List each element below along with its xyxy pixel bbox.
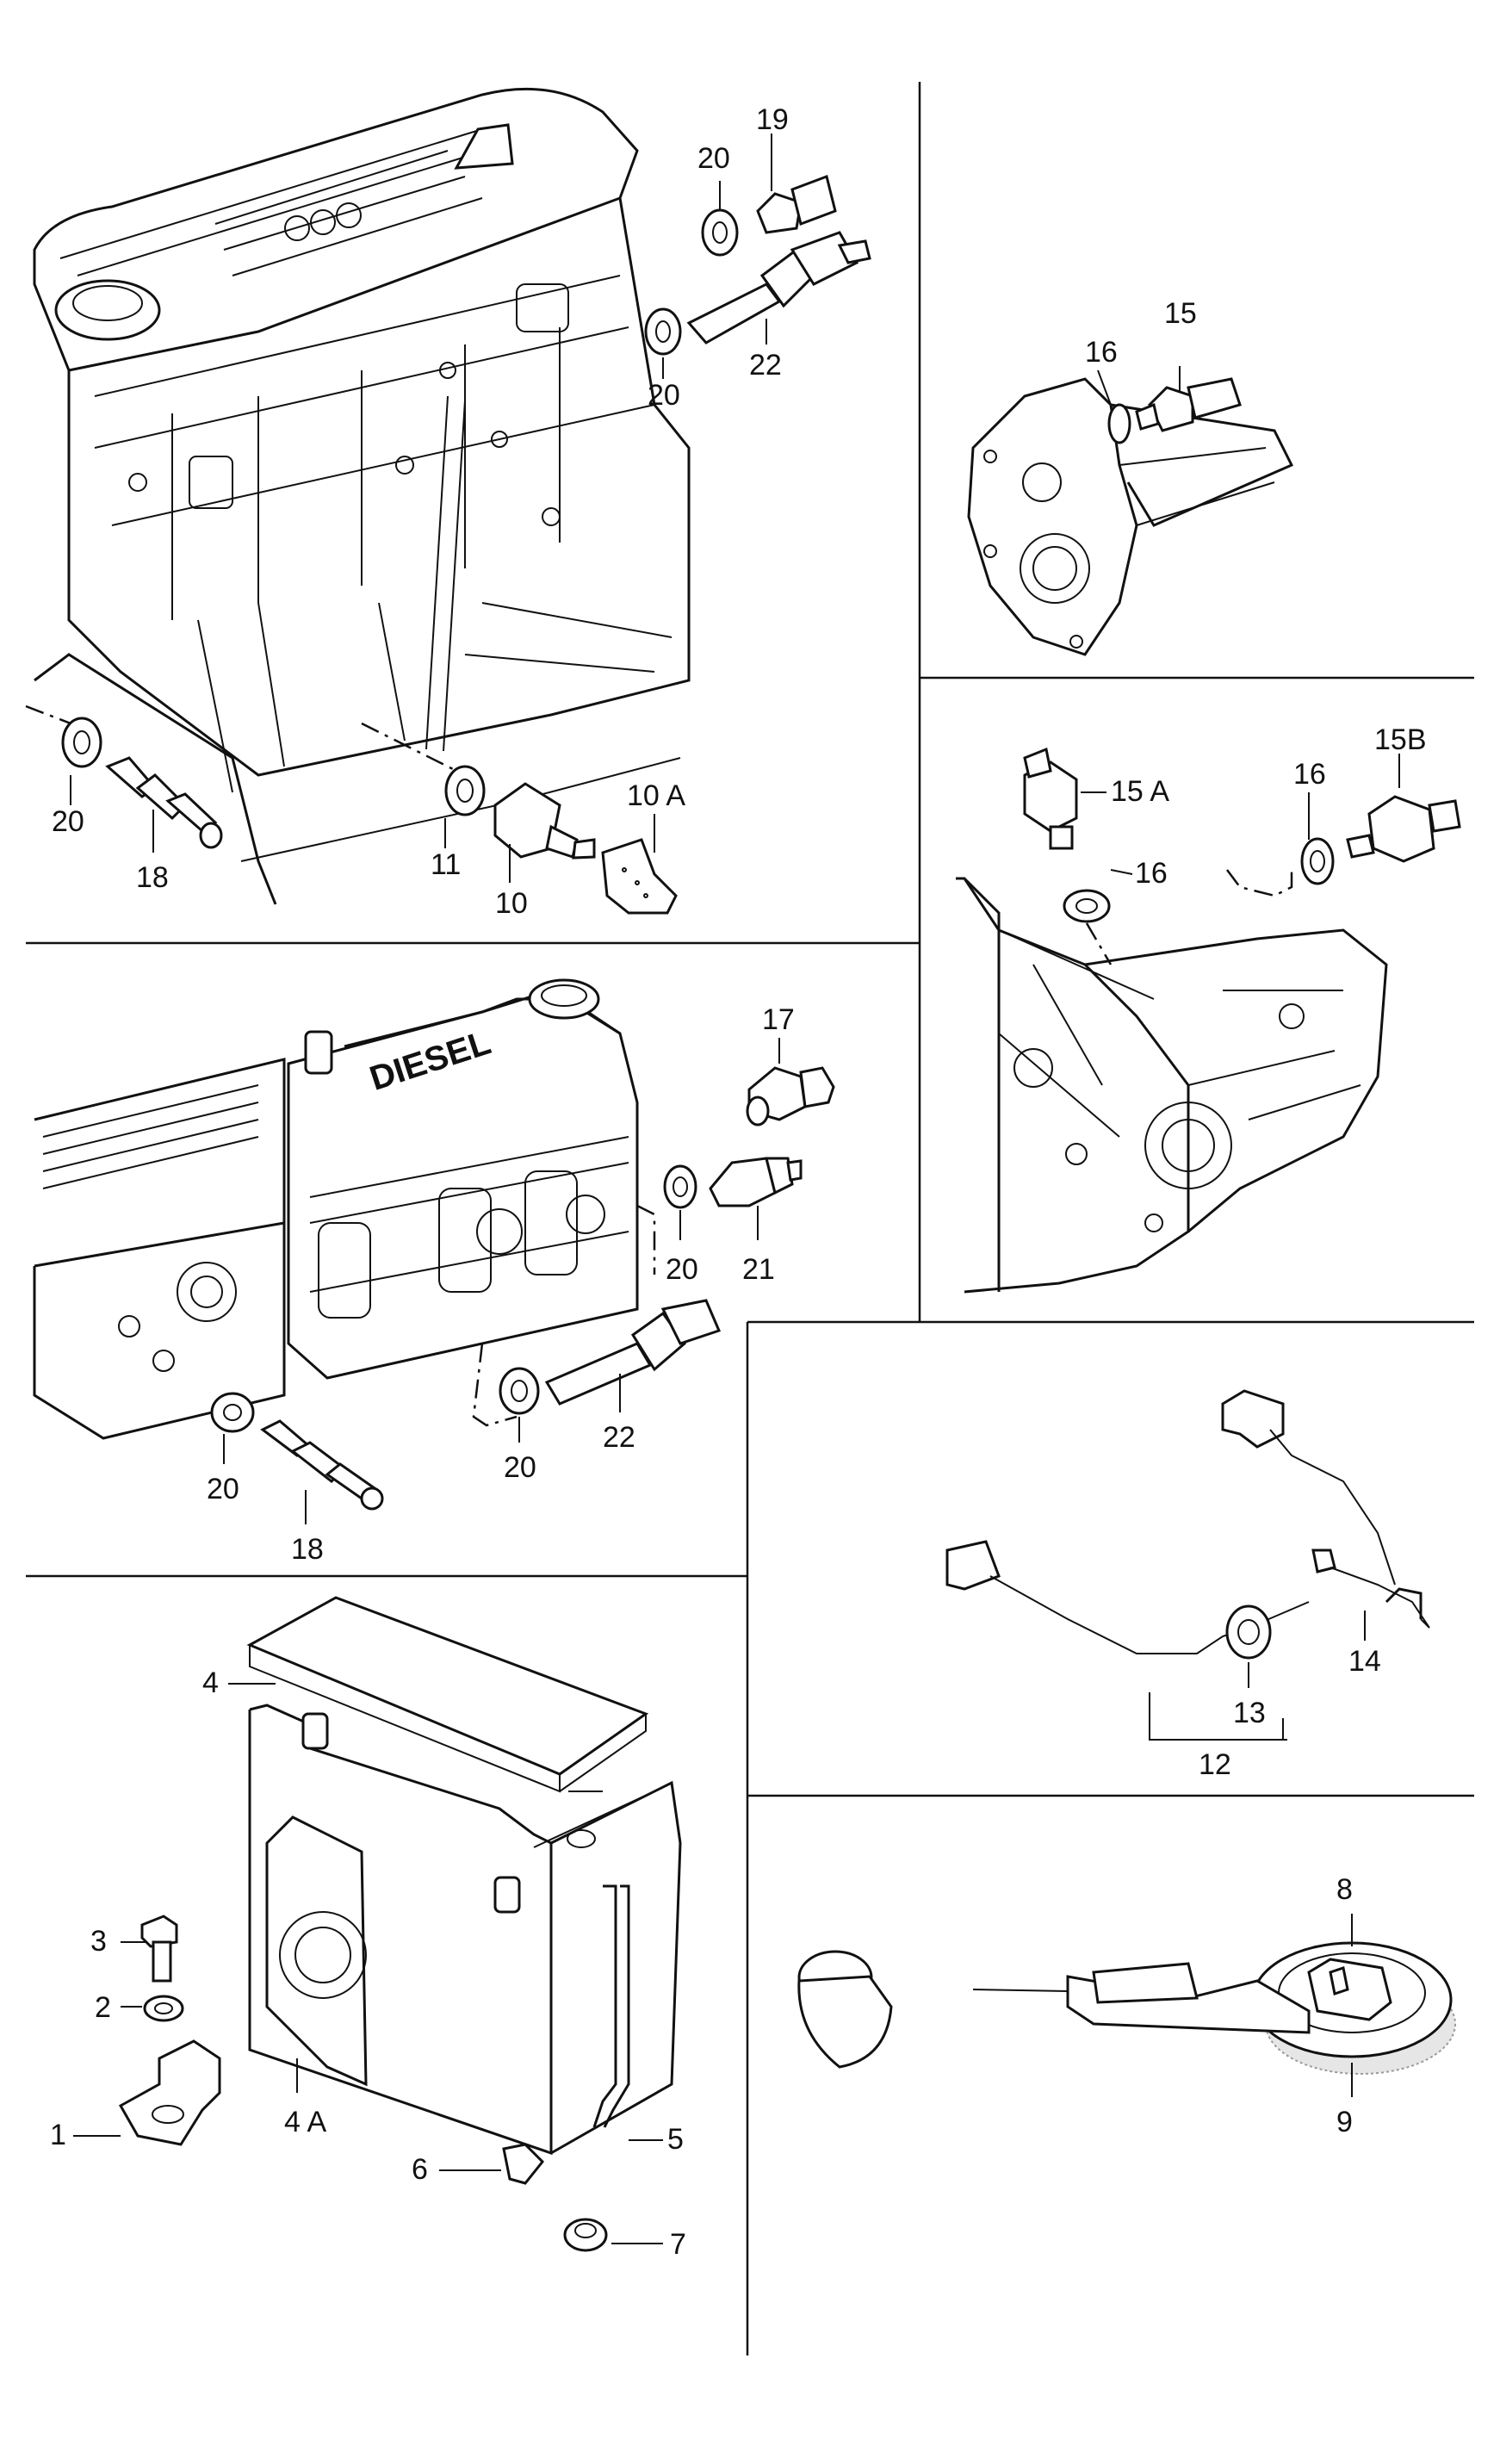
gearbox-upper bbox=[967, 377, 1294, 656]
label-15b: 15B bbox=[1374, 723, 1427, 756]
label-6: 6 bbox=[412, 2153, 428, 2186]
gasket-16-upper bbox=[1107, 403, 1131, 444]
battery bbox=[246, 1596, 682, 2156]
label-15a: 15 A bbox=[1111, 775, 1169, 808]
label-8: 8 bbox=[1336, 1873, 1353, 1906]
label-7: 7 bbox=[670, 2228, 686, 2261]
label-1: 1 bbox=[50, 2119, 66, 2151]
label-10: 10 bbox=[495, 887, 528, 920]
sensor-18-diesel bbox=[260, 1419, 384, 1511]
callout-leaders bbox=[70, 133, 1400, 2244]
washer-20-top bbox=[701, 208, 739, 257]
label-2: 2 bbox=[95, 1991, 111, 2024]
label-18: 18 bbox=[136, 861, 169, 894]
label-22: 22 bbox=[603, 1421, 635, 1454]
washer-16-left bbox=[1063, 889, 1111, 923]
washer-20-diesel-lower bbox=[499, 1367, 540, 1415]
clip-6 bbox=[502, 2143, 545, 2185]
label-20: 20 bbox=[697, 142, 730, 175]
boot-10a bbox=[601, 838, 678, 915]
label-17: 17 bbox=[762, 1003, 795, 1036]
label-11: 11 bbox=[431, 848, 461, 881]
switch-15b bbox=[1346, 795, 1461, 863]
label-9: 9 bbox=[1336, 2106, 1353, 2138]
label-20: 20 bbox=[648, 379, 680, 412]
washer-20-diesel-right bbox=[663, 1164, 697, 1209]
section-dividers bbox=[26, 82, 1474, 2355]
label-16: 16 bbox=[1085, 336, 1118, 369]
washer-20-diesel-left bbox=[210, 1392, 255, 1433]
sensor-21 bbox=[709, 1157, 803, 1207]
label-19: 19 bbox=[756, 103, 789, 136]
petrol-engine-block bbox=[33, 87, 691, 905]
label-4a: 4 A bbox=[284, 2106, 326, 2138]
diesel-marking-text: DIESEL bbox=[365, 1023, 495, 1097]
washer-2 bbox=[143, 1995, 184, 2022]
label-16: 16 bbox=[1135, 857, 1168, 890]
grommet-7 bbox=[563, 2218, 608, 2252]
label-20: 20 bbox=[52, 805, 84, 838]
diesel-lettering: DIESEL bbox=[365, 1023, 495, 1097]
gearbox-lower bbox=[956, 877, 1388, 1294]
screw-3 bbox=[140, 1915, 178, 1983]
oil-pressure-switch-10 bbox=[493, 782, 596, 860]
switch-15a bbox=[1023, 747, 1078, 850]
label-21: 21 bbox=[742, 1253, 775, 1286]
label-5: 5 bbox=[667, 2123, 684, 2156]
clamp-1 bbox=[118, 2039, 221, 2146]
switch-15 bbox=[1135, 377, 1242, 432]
label-12: 12 bbox=[1199, 1748, 1231, 1781]
sensor-18-engine1 bbox=[105, 756, 223, 849]
label-10a: 10 A bbox=[627, 779, 685, 812]
sensor-19 bbox=[756, 175, 837, 234]
label-16: 16 bbox=[1293, 758, 1326, 791]
sensor-17 bbox=[746, 1066, 835, 1126]
label-15: 15 bbox=[1164, 297, 1197, 330]
fuel-sender bbox=[797, 1941, 1456, 2075]
label-14: 14 bbox=[1348, 1645, 1381, 1678]
label-4: 4 bbox=[202, 1666, 219, 1699]
diesel-engine-block bbox=[33, 978, 639, 1440]
label-18: 18 bbox=[291, 1533, 324, 1566]
label-20: 20 bbox=[666, 1253, 698, 1286]
label-13: 13 bbox=[1233, 1697, 1266, 1729]
temp-sensor-22-diesel bbox=[544, 1299, 722, 1406]
washer-20-mid bbox=[644, 307, 682, 356]
label-3: 3 bbox=[90, 1925, 107, 1958]
label-22: 22 bbox=[749, 349, 782, 382]
washer-16-right bbox=[1300, 837, 1335, 885]
temp-sensor-22-top bbox=[686, 231, 871, 344]
label-20: 20 bbox=[207, 1473, 239, 1505]
washer-20-engine1-lower bbox=[61, 717, 102, 768]
washer-11 bbox=[444, 765, 486, 816]
sensor-harness bbox=[945, 1389, 1430, 1660]
part-labels: 20 19 22 20 20 18 11 10 10 A 15 16 15 A … bbox=[50, 103, 1427, 2261]
label-20: 20 bbox=[504, 1451, 536, 1484]
